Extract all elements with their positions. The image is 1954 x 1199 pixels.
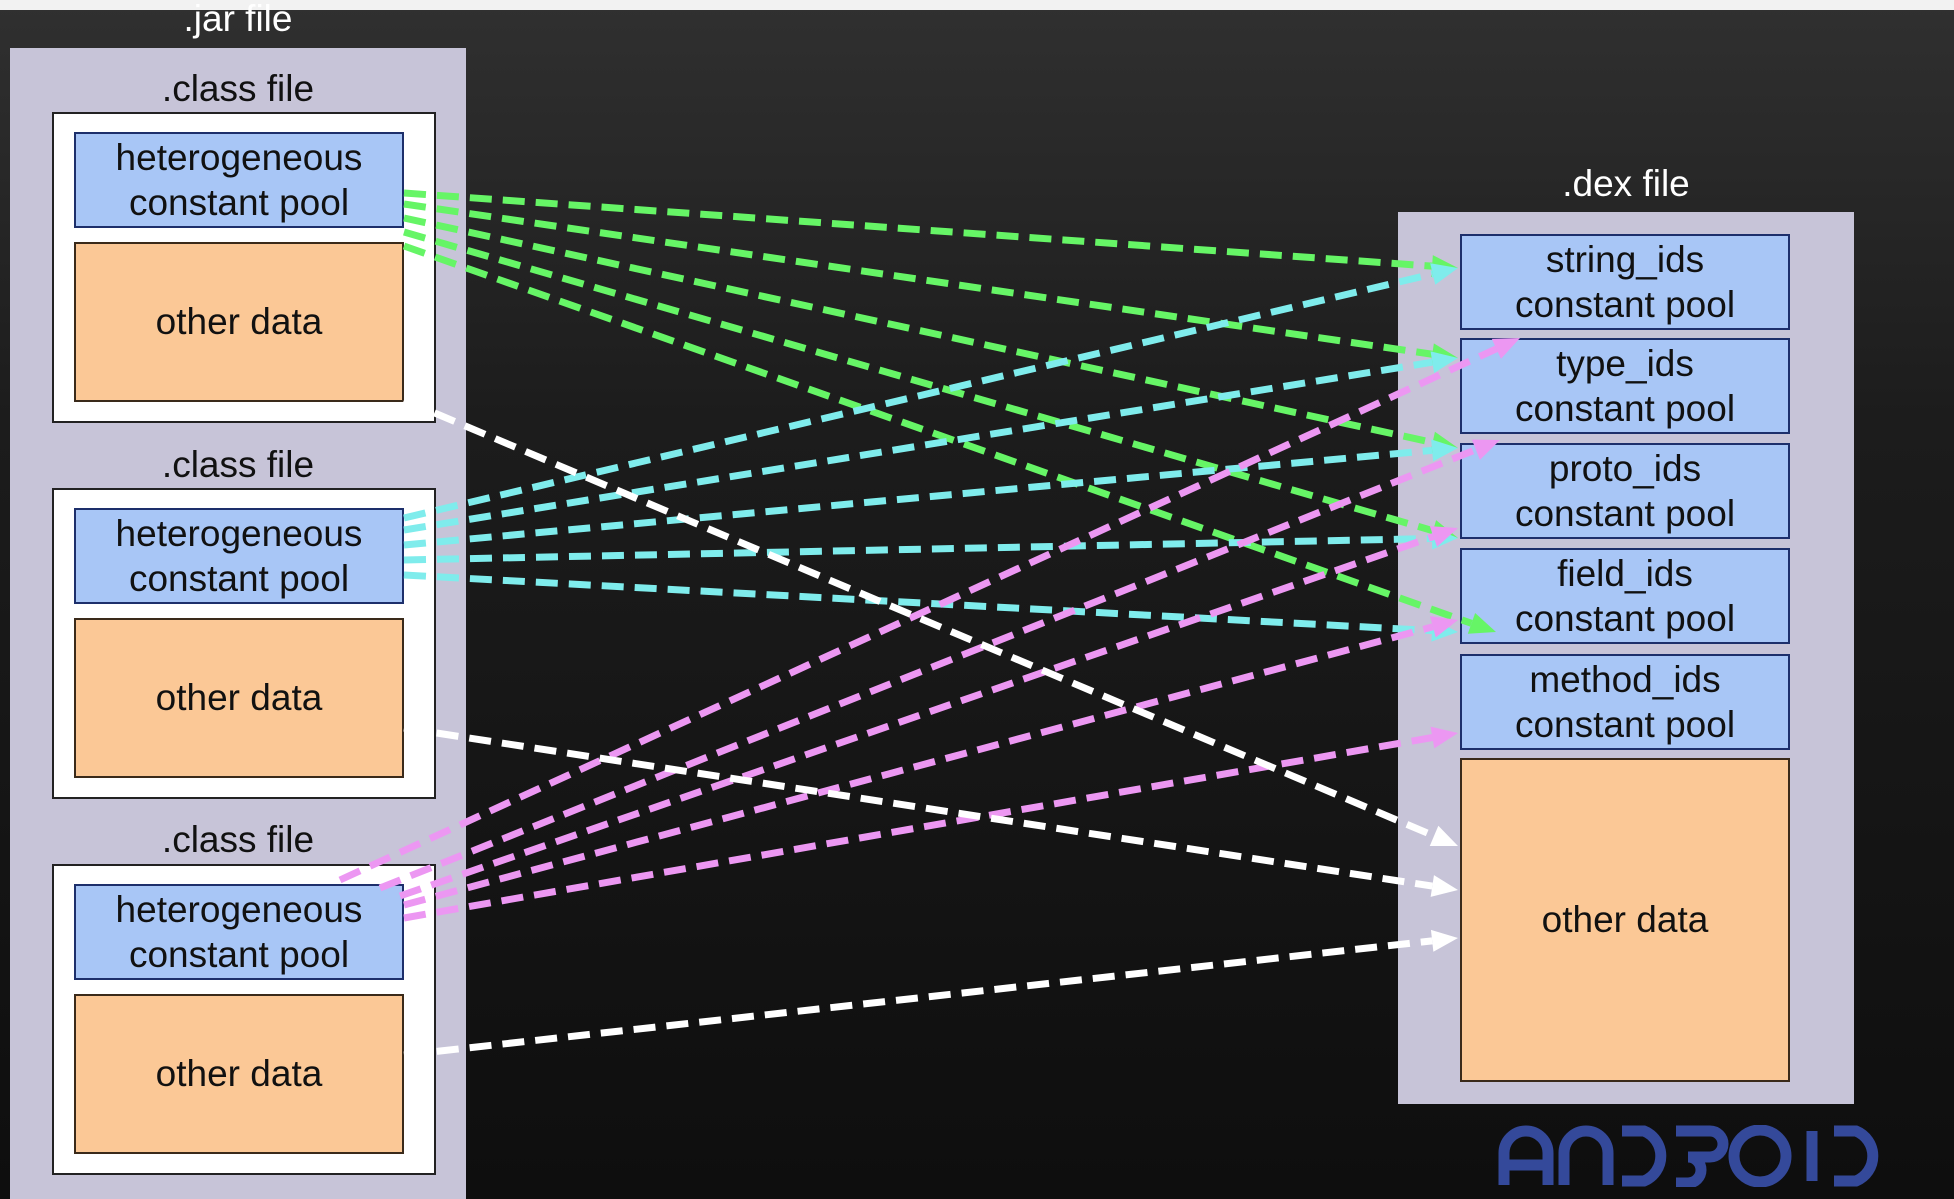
field-ids-constant-pool: field_ids constant pool bbox=[1460, 548, 1790, 644]
cyan-arrow bbox=[403, 527, 1458, 564]
class-file-title: .class file bbox=[161, 68, 315, 109]
white-arrow bbox=[403, 929, 1458, 1059]
green-arrow bbox=[402, 242, 1496, 634]
other-data-box: other data bbox=[74, 994, 404, 1154]
android-logo: android bbox=[1498, 1125, 1879, 1187]
white-arrow bbox=[403, 724, 1458, 897]
other-data-box: other data bbox=[74, 618, 404, 778]
jar-file-frame: .class file heterogeneous constant pool … bbox=[10, 48, 466, 1199]
pink-arrow bbox=[378, 439, 1500, 892]
type-ids-constant-pool: type_ids constant pool bbox=[1460, 338, 1790, 434]
proto-ids-constant-pool: proto_ids constant pool bbox=[1460, 443, 1790, 539]
string-ids-constant-pool: string_ids constant pool bbox=[1460, 234, 1790, 330]
pink-arrow bbox=[403, 616, 1458, 909]
top-strip bbox=[0, 0, 1954, 10]
pink-arrow bbox=[398, 526, 1458, 900]
class-file-3: heterogeneous constant pool other data bbox=[52, 864, 436, 1175]
dex-other-data-box: other data bbox=[1460, 758, 1790, 1082]
green-arrow bbox=[403, 189, 1458, 278]
heterogeneous-constant-pool: heterogeneous constant pool bbox=[74, 884, 404, 980]
pink-arrow bbox=[403, 726, 1458, 922]
heterogeneous-constant-pool: heterogeneous constant pool bbox=[74, 132, 404, 228]
class-file-2: heterogeneous constant pool other data bbox=[52, 488, 436, 799]
method-ids-constant-pool: method_ids constant pool bbox=[1460, 654, 1790, 750]
dex-file-frame: string_ids constant pool type_ids consta… bbox=[1398, 212, 1854, 1104]
cyan-arrow bbox=[403, 351, 1458, 534]
class-file-title: .class file bbox=[161, 444, 315, 485]
white-arrow bbox=[402, 396, 1458, 846]
cyan-arrow bbox=[403, 439, 1458, 549]
cyan-arrow bbox=[403, 263, 1458, 522]
cyan-arrow bbox=[403, 571, 1458, 642]
other-data-box: other data bbox=[74, 242, 404, 402]
dex-file-title: .dex file bbox=[1562, 163, 1690, 204]
jar-file-title: .jar file bbox=[183, 0, 293, 39]
class-file-1: heterogeneous constant pool other data bbox=[52, 112, 436, 423]
pink-arrow bbox=[338, 338, 1520, 884]
class-file-title: .class file bbox=[161, 819, 315, 860]
heterogeneous-constant-pool: heterogeneous constant pool bbox=[74, 508, 404, 604]
